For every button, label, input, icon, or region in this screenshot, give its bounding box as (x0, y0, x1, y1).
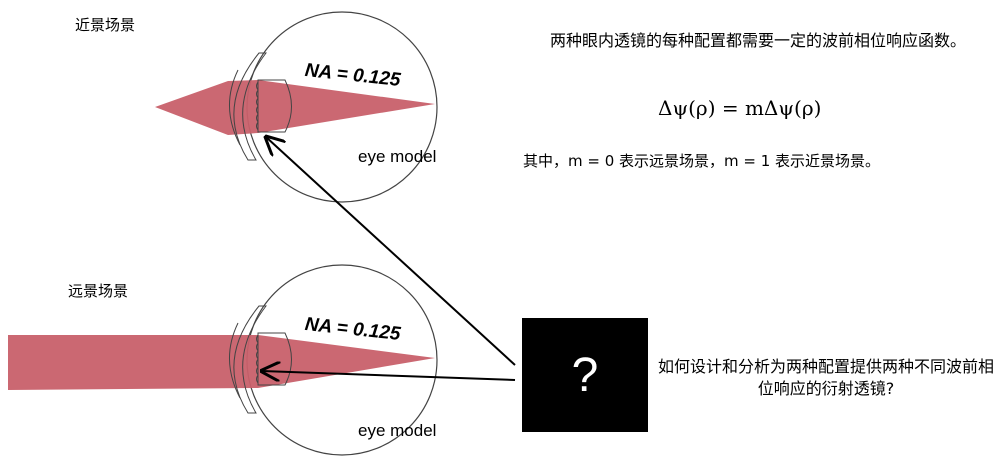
arrow-to-near-lens (266, 137, 516, 366)
near-beam (155, 80, 435, 135)
far-scene-title: 远景场景 (68, 282, 129, 300)
near-scene-title: 近景场景 (75, 16, 136, 34)
far-eye-model (8, 264, 438, 456)
formula: Δψ(ρ) = mΔψ(ρ) (658, 96, 822, 120)
far-eye-label: eye model (358, 421, 437, 440)
unknown-lens-box: ? (522, 318, 648, 432)
description-text: 两种眼内透镜的每种配置都需要一定的波前相位响应函数。 (549, 31, 966, 50)
question-text: 如何设计和分析为两种配置提供两种不同波前相位响应的衍射透镜? (657, 357, 994, 398)
near-eye-model (155, 11, 438, 203)
far-lens (257, 332, 292, 386)
far-beam (8, 335, 435, 390)
arrow-to-far-lens (262, 371, 516, 380)
near-lens (257, 79, 292, 133)
question-mark: ? (571, 348, 599, 402)
note-text: 其中，m = 0 表示远景场景，m = 1 表示近景场景。 (523, 152, 881, 170)
near-eye-label: eye model (358, 147, 437, 166)
